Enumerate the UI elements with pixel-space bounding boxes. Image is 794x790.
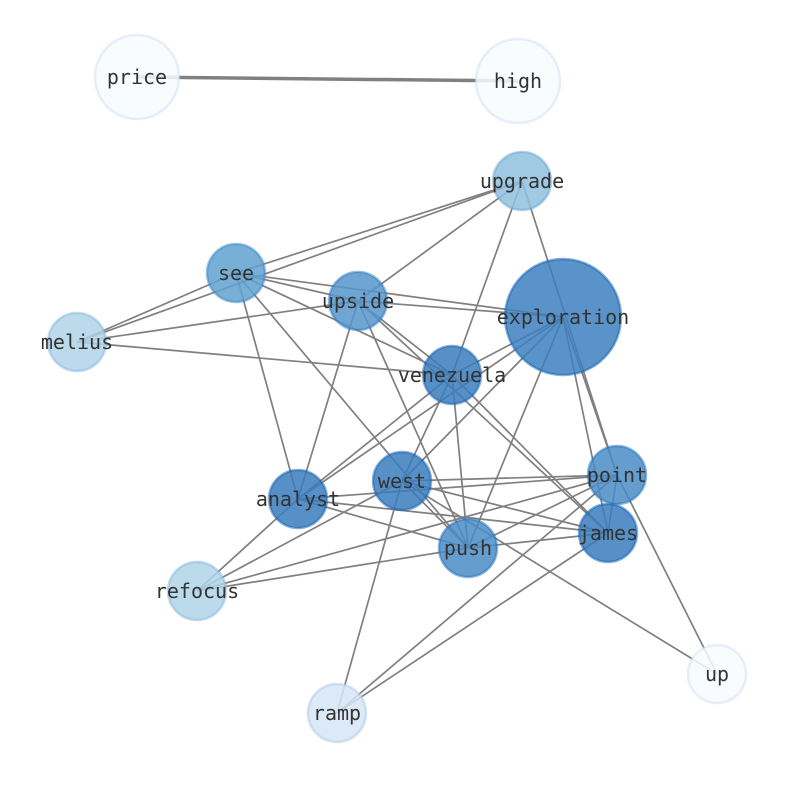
edge-see-push: [235, 272, 469, 549]
node-label: ramp: [313, 701, 361, 725]
node-circle[interactable]: [306, 682, 368, 744]
node-circle[interactable]: [686, 643, 748, 705]
node-circle[interactable]: [421, 344, 483, 406]
edge-melius-venezuela: [76, 341, 453, 376]
node-circle[interactable]: [491, 150, 553, 212]
edge-upgrade-melius: [76, 180, 523, 343]
node-push[interactable]: push: [437, 517, 499, 579]
node-label: james: [578, 521, 638, 545]
node-ramp[interactable]: ramp: [306, 682, 368, 744]
node-circle[interactable]: [577, 502, 639, 564]
edge-west-up: [401, 480, 718, 675]
edge-upgrade-see: [235, 180, 523, 274]
edge-venezuela-analyst: [297, 374, 453, 500]
edge-analyst-point: [297, 474, 618, 500]
node-circle[interactable]: [586, 444, 648, 506]
node-circle[interactable]: [474, 37, 562, 125]
nodes-layer: price high upgrade see upside exploration meli…: [41, 33, 748, 744]
node-label: exploration: [497, 305, 629, 329]
edge-push-refocus: [196, 547, 469, 592]
edge-upside-analyst: [297, 300, 359, 500]
node-price[interactable]: price: [93, 33, 181, 121]
node-circle[interactable]: [503, 257, 623, 377]
edge-upgrade-upside: [357, 180, 523, 302]
node-point[interactable]: point: [586, 444, 648, 506]
node-label: upside: [322, 289, 394, 313]
edge-upside-push: [357, 300, 469, 549]
node-label: up: [705, 662, 729, 686]
node-james[interactable]: james: [577, 502, 639, 564]
node-circle[interactable]: [437, 517, 499, 579]
node-circle[interactable]: [93, 33, 181, 121]
edge-james-ramp: [336, 532, 609, 714]
edge-point-up: [616, 474, 718, 675]
node-circle[interactable]: [46, 311, 108, 373]
edge-west-refocus: [196, 480, 403, 592]
node-label: see: [218, 261, 254, 285]
node-label: melius: [41, 330, 113, 354]
edge-west-james: [401, 480, 609, 534]
node-circle[interactable]: [327, 270, 389, 332]
node-west[interactable]: west: [371, 450, 433, 512]
node-label: point: [587, 463, 647, 487]
node-label: west: [378, 469, 426, 493]
edge-west-ramp: [336, 480, 403, 714]
node-up[interactable]: up: [686, 643, 748, 705]
node-label: refocus: [155, 579, 239, 603]
node-circle[interactable]: [371, 450, 433, 512]
node-label: analyst: [256, 487, 340, 511]
edge-west-point: [401, 474, 618, 482]
node-label: push: [444, 536, 492, 560]
node-analyst[interactable]: analyst: [256, 468, 340, 530]
edge-see-analyst: [235, 272, 299, 500]
node-exploration[interactable]: exploration: [497, 257, 629, 377]
node-see[interactable]: see: [205, 242, 267, 304]
node-melius[interactable]: melius: [41, 311, 113, 373]
node-high[interactable]: high: [474, 37, 562, 125]
node-label: venezuela: [398, 363, 506, 387]
node-label: upgrade: [480, 169, 564, 193]
node-circle[interactable]: [166, 560, 228, 622]
node-circle[interactable]: [205, 242, 267, 304]
edge-upside-melius: [76, 300, 359, 343]
edge-venezuela-james: [451, 374, 609, 534]
node-venezuela[interactable]: venezuela: [398, 344, 506, 406]
node-circle[interactable]: [267, 468, 329, 530]
node-upgrade[interactable]: upgrade: [480, 150, 564, 212]
node-refocus[interactable]: refocus: [155, 560, 239, 622]
edge-price-high: [136, 75, 519, 83]
node-label: price: [107, 65, 167, 89]
node-upside[interactable]: upside: [322, 270, 394, 332]
node-label: high: [494, 69, 542, 93]
edges-layer: [76, 75, 718, 714]
edge-upside-james: [357, 300, 609, 534]
edge-point-refocus: [196, 474, 618, 592]
edge-point-ramp: [336, 474, 618, 714]
edge-upgrade-venezuela: [451, 180, 523, 376]
